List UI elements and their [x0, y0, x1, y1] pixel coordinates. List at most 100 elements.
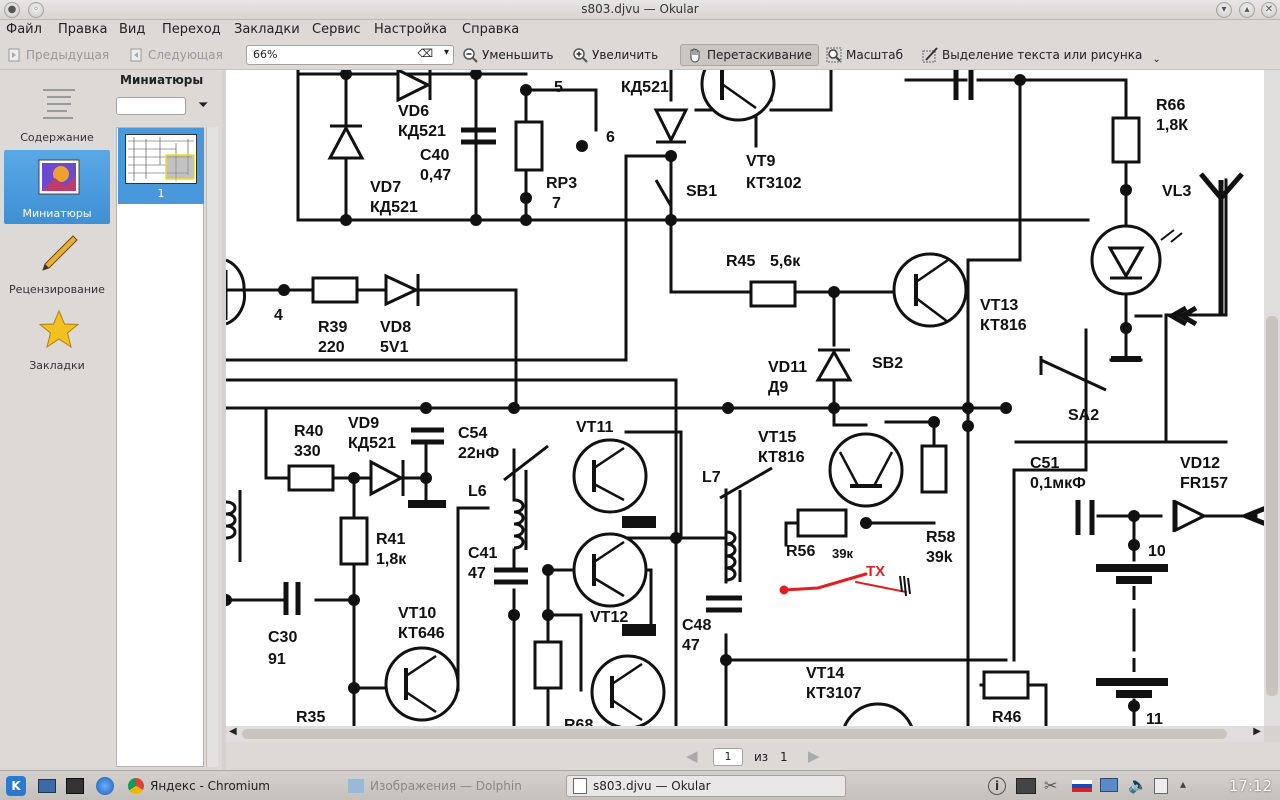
- menu-tools[interactable]: Сервис: [312, 22, 361, 37]
- clock[interactable]: 17:12: [1228, 777, 1272, 795]
- schematic-label: VT9: [746, 153, 775, 170]
- schematic-label: 5,6к: [770, 253, 801, 270]
- sidebar-item-review[interactable]: Рецензирование: [4, 226, 110, 300]
- zoom-out-button[interactable]: Уменьшить: [462, 44, 554, 66]
- schematic-label: КД521: [398, 123, 446, 140]
- vertical-scrollbar[interactable]: [1264, 70, 1280, 726]
- schematic-label: VT14: [806, 665, 844, 682]
- schematic-label: R56: [786, 543, 815, 560]
- page-thumbnail: [125, 134, 197, 184]
- next-page-arrow-icon[interactable]: ▶: [808, 747, 820, 765]
- display-icon[interactable]: [1100, 778, 1118, 792]
- menu-bookmarks[interactable]: Закладки: [234, 22, 300, 37]
- menu-edit[interactable]: Правка: [58, 22, 108, 37]
- clipboard-icon[interactable]: [1154, 778, 1168, 794]
- network-icon[interactable]: [1016, 778, 1036, 794]
- minimize-icon[interactable]: ▾: [1216, 2, 1232, 18]
- schematic-label: 0,1мкФ: [1030, 475, 1086, 492]
- vertical-scroll-thumb[interactable]: [1266, 316, 1278, 696]
- window-menu-icon[interactable]: ●: [4, 2, 20, 18]
- clear-zoom-icon[interactable]: ⌫: [417, 47, 433, 60]
- schematic-label: 6: [606, 129, 615, 146]
- zoom-value: 66%: [253, 48, 278, 61]
- zoom-combobox[interactable]: 66% ⌫ ▾: [246, 45, 454, 65]
- schematic-label: L6: [468, 483, 487, 500]
- zoom-tool-button[interactable]: Масштаб: [826, 44, 903, 66]
- next-page-button[interactable]: Следующая: [128, 44, 223, 66]
- scroll-left-icon[interactable]: ◀: [229, 726, 237, 737]
- schematic-label: 220: [318, 339, 345, 356]
- menu-help[interactable]: Справка: [462, 22, 520, 37]
- schematic-label: VD9: [348, 415, 379, 432]
- schematic-label: КТ646: [398, 625, 445, 642]
- sidebar-item-contents[interactable]: Содержание: [4, 74, 110, 148]
- schematic-label: VD8: [380, 319, 411, 336]
- horizontal-scroll-thumb[interactable]: [242, 729, 1227, 739]
- close-icon[interactable]: ✕: [1261, 2, 1277, 18]
- maximize-icon[interactable]: ▴: [1239, 2, 1255, 18]
- tray-expand-icon[interactable]: ▴: [1180, 777, 1187, 791]
- task-label: Изображения — Dolphin: [370, 779, 522, 793]
- thumbnail-list: 1: [116, 127, 204, 767]
- task-dolphin[interactable]: Изображения — Dolphin: [342, 775, 528, 797]
- thumbnail-search-input[interactable]: [116, 97, 186, 115]
- menu-go[interactable]: Переход: [162, 22, 221, 37]
- schematic-label: C41: [468, 545, 497, 562]
- thumbnail-page[interactable]: 1: [118, 128, 204, 204]
- sidebar-item-thumbnails[interactable]: Миниатюры: [4, 150, 110, 224]
- prev-page-button[interactable]: Предыдущая: [6, 44, 109, 66]
- zoom-in-button[interactable]: Увеличить: [572, 44, 658, 66]
- schematic-label: 5: [554, 79, 563, 96]
- schematic-label: КД521: [348, 435, 396, 452]
- language-flag-icon[interactable]: [1072, 780, 1092, 792]
- text-select-label: Выделение текста или рисунка: [942, 48, 1143, 62]
- horizontal-scrollbar[interactable]: ◀ ▶: [226, 726, 1264, 742]
- menu-view[interactable]: Вид: [119, 22, 146, 37]
- desktop-icon[interactable]: [38, 779, 56, 793]
- browser-icon[interactable]: [96, 777, 114, 795]
- prev-page-arrow-icon[interactable]: ◀: [686, 747, 698, 765]
- next-page-icon: [130, 48, 142, 62]
- sidebar-item-label: Закладки: [29, 359, 85, 372]
- folder-icon: [348, 779, 364, 793]
- schematic-label: VD11: [768, 359, 807, 376]
- browse-tool-button[interactable]: Перетаскивание: [680, 44, 819, 66]
- tx-annotation: TX: [866, 563, 885, 580]
- pencil-icon: [42, 235, 78, 271]
- schematic-label: R41: [376, 531, 405, 548]
- schematic-label: КТ816: [758, 449, 805, 466]
- schematic-label: R68: [564, 717, 593, 726]
- thumbnails-title: Миниатюры: [120, 73, 204, 87]
- toolbar-overflow-icon[interactable]: ⌄: [1152, 53, 1161, 65]
- scroll-right-icon[interactable]: ▶: [1253, 726, 1261, 737]
- schematic-label: 330: [294, 443, 321, 460]
- page-number-input[interactable]: 1: [713, 748, 743, 766]
- task-label: Яндекс - Chromium: [150, 779, 270, 793]
- menu-bar: Файл Правка Вид Переход Закладки Сервис …: [0, 20, 1280, 40]
- menu-file[interactable]: Файл: [6, 22, 42, 37]
- zoom-dropdown-icon[interactable]: ▾: [443, 47, 449, 58]
- schematic-label: КД521: [370, 199, 418, 216]
- schematic-label: FR157: [1180, 475, 1228, 492]
- chromium-icon: [128, 778, 144, 794]
- info-icon[interactable]: i: [988, 777, 1006, 795]
- sidebar-item-bookmarks[interactable]: Закладки: [4, 302, 110, 376]
- thumbnail-scrollbar[interactable]: [206, 127, 218, 767]
- schematic-label: C51: [1030, 455, 1059, 472]
- page-total: 1: [780, 750, 788, 764]
- task-chromium[interactable]: Яндекс - Chromium: [122, 775, 276, 797]
- terminal-icon[interactable]: [66, 778, 84, 794]
- task-okular[interactable]: s803.djvu — Okular: [566, 775, 846, 797]
- text-select-button[interactable]: Выделение текста или рисунка ⌄: [922, 44, 1161, 66]
- document-view[interactable]: КД521 5 VD6 КД521 C40 0,47 6 VD7 КД521 R…: [226, 70, 1264, 726]
- schematic-label: 1,8К: [1156, 117, 1188, 134]
- schematic-label: R40: [294, 423, 323, 440]
- volume-icon[interactable]: 🔈: [1128, 775, 1148, 794]
- filter-icon[interactable]: ⏷: [198, 98, 209, 113]
- sidebar-item-label: Миниатюры: [22, 207, 92, 220]
- tools-icon[interactable]: ✂: [1044, 776, 1058, 795]
- menu-settings[interactable]: Настройка: [374, 22, 447, 37]
- next-page-label: Следующая: [148, 48, 223, 62]
- keep-above-icon[interactable]: ◦: [28, 2, 44, 18]
- kde-menu-icon[interactable]: K: [6, 776, 26, 796]
